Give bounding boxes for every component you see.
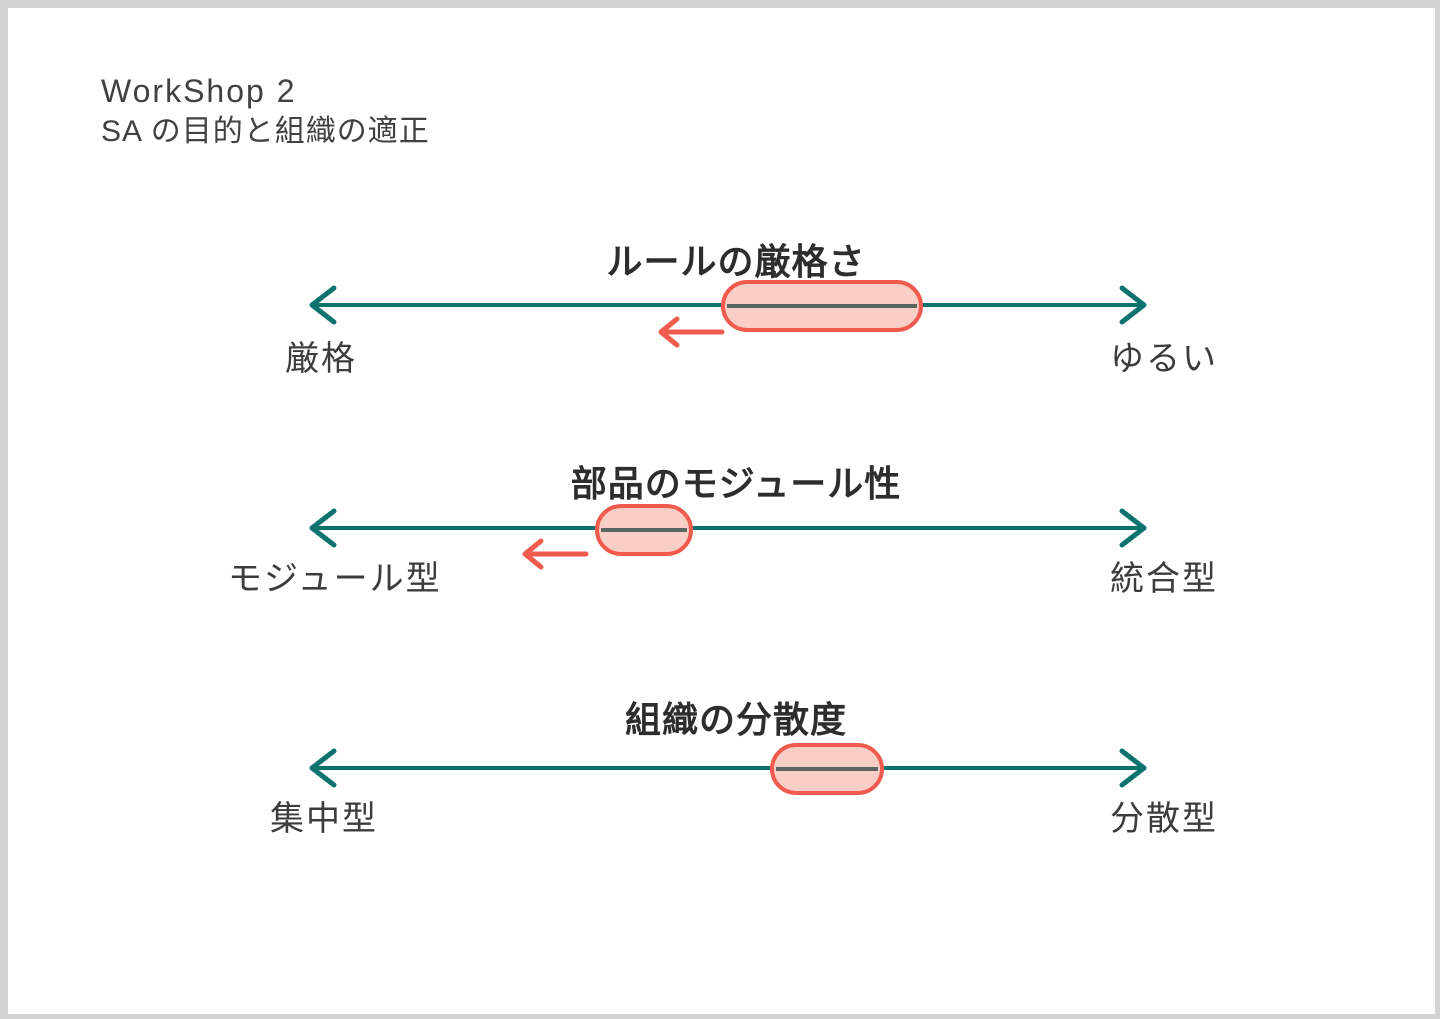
page-subtitle: SA の目的と組織の適正: [101, 115, 430, 148]
arrowhead-right-icon: [1119, 508, 1147, 548]
page-title: WorkShop 2: [101, 73, 297, 109]
scale-title: 部品のモジュール性: [570, 462, 902, 504]
shift-left-arrow-icon: [522, 538, 589, 570]
left-endpoint-label: 集中型: [270, 800, 378, 838]
spectrum-axis: [309, 748, 1147, 788]
arrowhead-right-icon: [1119, 285, 1147, 325]
right-endpoint-label: ゆるい: [1110, 340, 1218, 378]
arrowhead-right-icon: [1119, 748, 1147, 788]
spectrum-axis: [309, 508, 1147, 548]
marker-line: [601, 528, 687, 532]
marker-line: [776, 767, 878, 771]
scale-title: ルールの厳格さ: [606, 240, 866, 282]
scale-title: 組織の分散度: [624, 698, 847, 740]
shift-left-arrow-icon: [658, 316, 725, 348]
range-marker: [595, 504, 693, 556]
left-endpoint-label: モジュール型: [228, 560, 442, 598]
arrowhead-left-icon: [309, 748, 337, 788]
arrowhead-left-icon: [309, 285, 337, 325]
range-marker: [721, 280, 923, 332]
right-endpoint-label: 分散型: [1110, 800, 1218, 838]
arrowhead-left-icon: [309, 508, 337, 548]
right-endpoint-label: 統合型: [1110, 560, 1218, 598]
left-endpoint-label: 厳格: [285, 340, 357, 378]
range-marker: [770, 743, 884, 795]
marker-line: [727, 304, 917, 308]
